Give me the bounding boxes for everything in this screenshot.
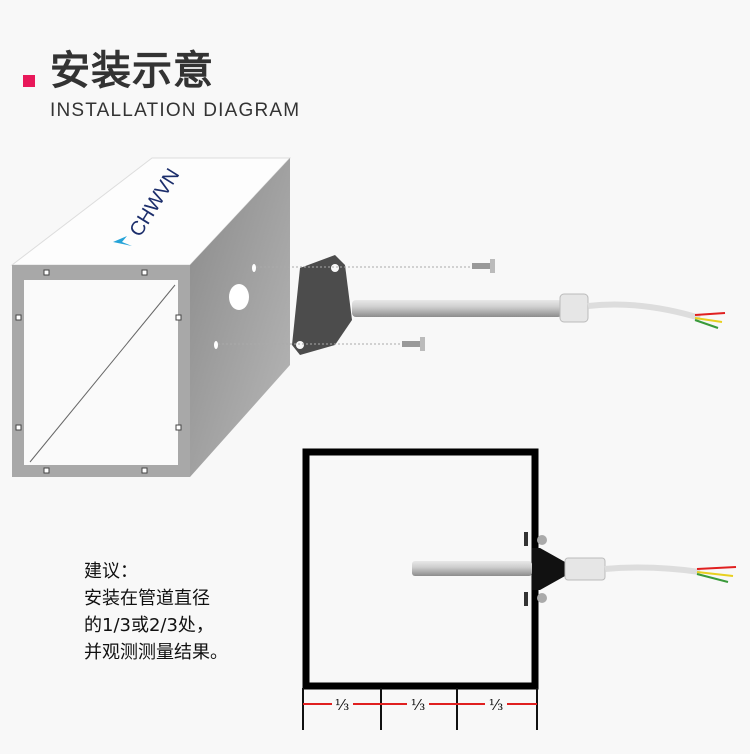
dimension-lines: ⅓ ⅓ ⅓ xyxy=(302,688,538,730)
note-line: 并观测测量结果。 xyxy=(84,642,228,663)
sensor-probe xyxy=(352,293,726,329)
division-label: ⅓ xyxy=(411,696,426,714)
duct-box xyxy=(10,157,292,477)
screw-icon xyxy=(472,259,495,273)
installation-note: 建议： 安装在管道直径 的1/3或2/3处， 并观测测量结果。 xyxy=(84,558,228,666)
note-line: 的1/3或2/3处， xyxy=(84,615,214,636)
title-accent-marker xyxy=(23,75,35,87)
mounting-flange xyxy=(292,255,352,355)
page-subtitle: INSTALLATION DIAGRAM xyxy=(50,100,301,121)
screw-icon xyxy=(524,592,547,606)
division-label: ⅓ xyxy=(489,696,504,714)
duct-cross-section xyxy=(302,448,737,690)
division-label: ⅓ xyxy=(335,696,350,714)
screw-icon xyxy=(402,337,425,351)
note-line: 安装在管道直径 xyxy=(84,588,210,609)
screw-icon xyxy=(524,532,547,546)
note-line: 建议： xyxy=(84,561,138,582)
page-title: 安装示意 xyxy=(50,48,214,94)
